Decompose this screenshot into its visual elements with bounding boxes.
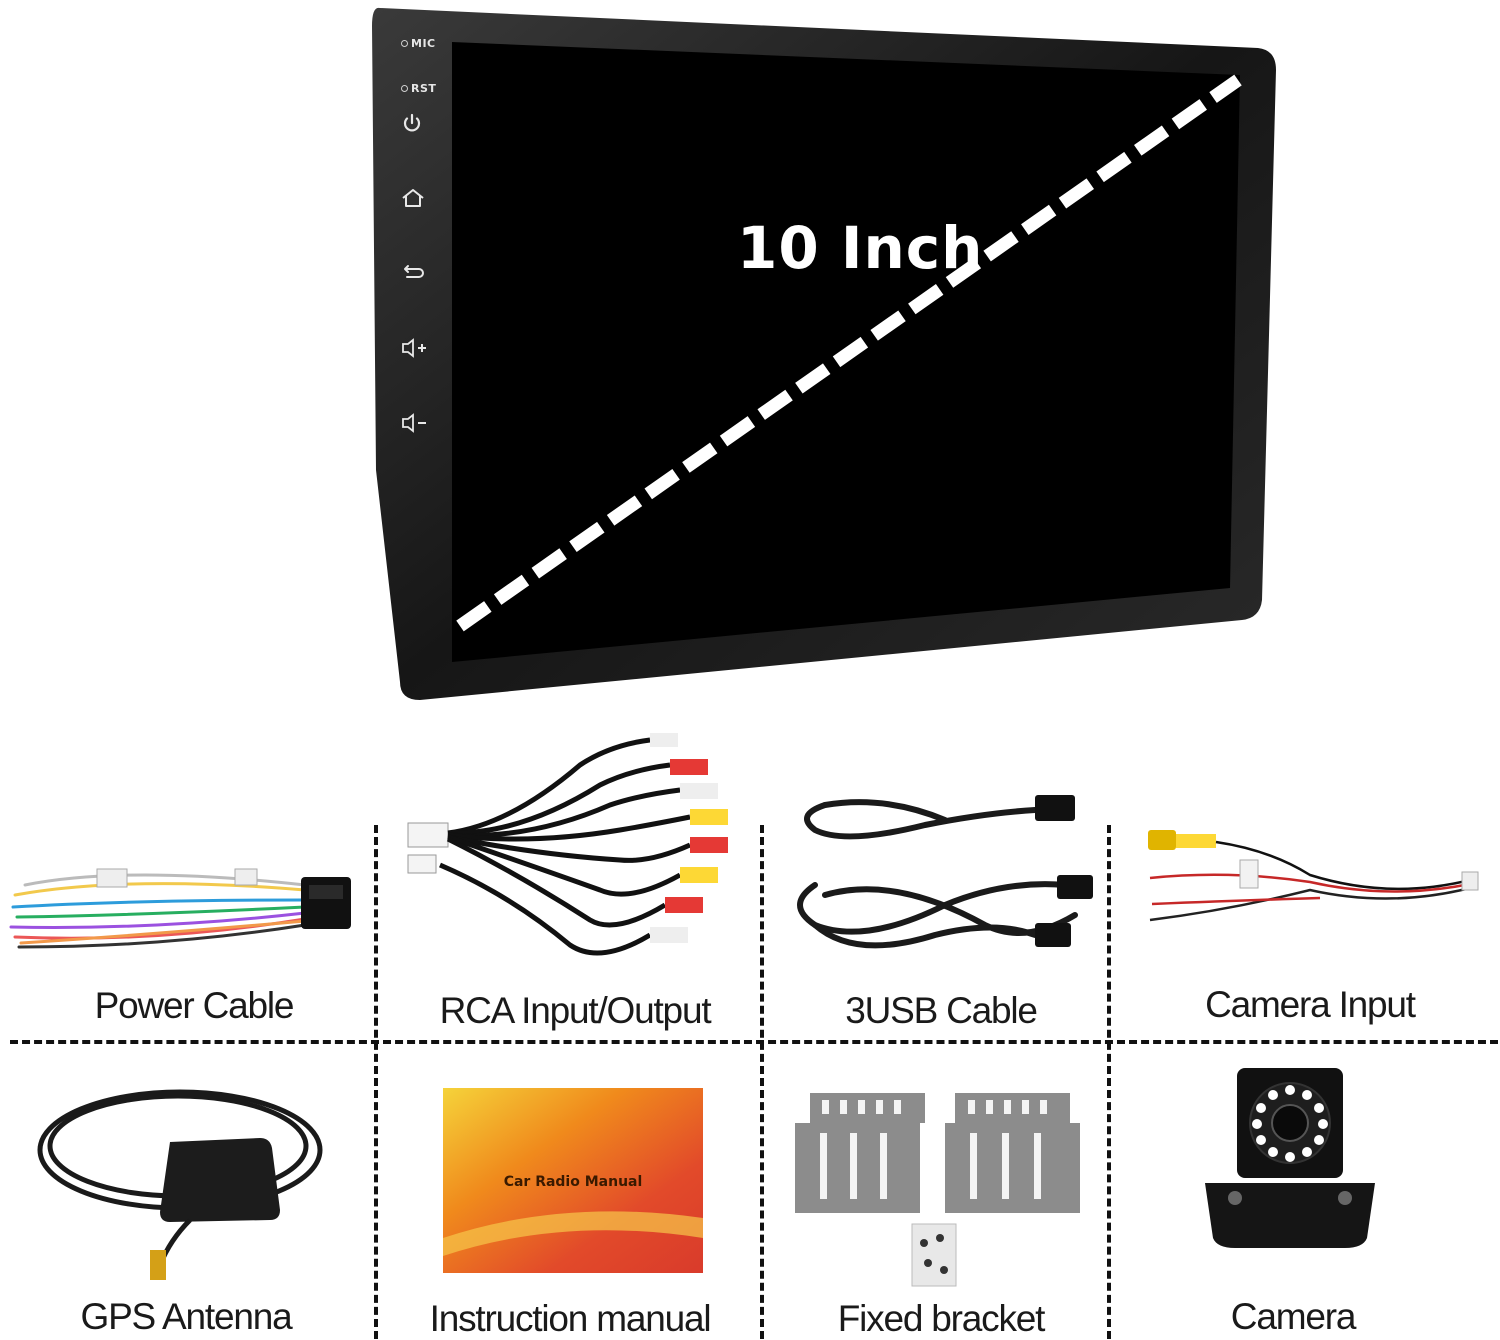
accessory-label: 3USB Cable: [845, 990, 1038, 1031]
camera-input-cable-image: [1148, 830, 1479, 922]
power-cable-image: [9, 868, 351, 949]
back-button[interactable]: [400, 262, 436, 292]
screen-size-label: 10 Inch: [737, 214, 984, 282]
accessory-label: Instruction manual: [429, 1298, 712, 1339]
gps-antenna-image: [37, 1089, 323, 1280]
accessory-label: GPS Antenna: [80, 1296, 292, 1337]
rca-cable-image: [407, 733, 728, 956]
home-icon: [402, 189, 424, 207]
screen-diagonal: [456, 74, 1242, 632]
accessory-label: Camera: [1230, 1296, 1357, 1337]
home-button[interactable]: [400, 187, 436, 217]
power-icon: [403, 113, 421, 132]
manual-title: Car Radio Manual: [504, 1174, 643, 1190]
fixed-bracket-image: [795, 1093, 1080, 1287]
volume-up-icon: [402, 338, 426, 358]
usb-cable-image: [797, 795, 1093, 949]
grid-divider-horizontal: [10, 1040, 1498, 1044]
accessory-label: Camera Input: [1205, 984, 1416, 1025]
camera-image: [1205, 1068, 1375, 1248]
mic-label: MIC: [401, 37, 436, 50]
head-unit-illustration: [372, 7, 1276, 701]
grid-divider-vertical-2: [760, 825, 764, 1339]
power-button[interactable]: [400, 112, 436, 142]
accessory-label: Power Cable: [94, 985, 295, 1026]
head-unit: MIC RST 10 Inch: [372, 7, 1276, 701]
grid-divider-vertical-1: [374, 825, 378, 1339]
grid-divider-vertical-3: [1107, 825, 1111, 1339]
instruction-manual-image: Car Radio Manual: [443, 1088, 703, 1273]
volume-up-button[interactable]: [400, 337, 436, 367]
back-icon: [404, 265, 424, 278]
rst-label[interactable]: RST: [401, 82, 436, 95]
volume-down-icon: [402, 413, 426, 433]
reset-hole-icon: [401, 85, 408, 92]
mic-hole-icon: [401, 40, 408, 47]
accessory-label: Fixed bracket: [837, 1298, 1046, 1339]
accessory-label: RCA Input/Output: [439, 990, 712, 1031]
volume-down-button[interactable]: [400, 412, 436, 442]
